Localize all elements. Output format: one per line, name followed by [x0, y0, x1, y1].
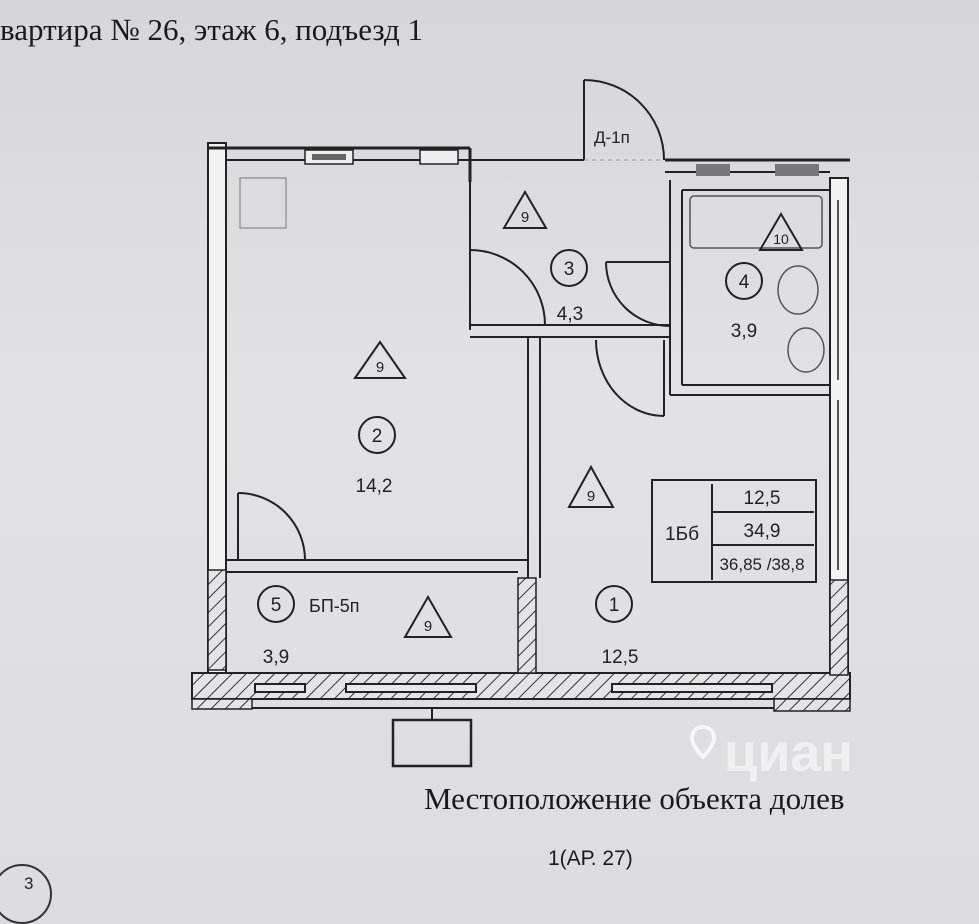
room-number: 1: [609, 595, 620, 616]
room-marker-1: 1 12,5 9: [567, 464, 639, 668]
floor-plan: 1Бб 12,5 34,9 36,85 /38,8 Д-1п БП-5п 1 1…: [191, 79, 851, 768]
marker-triangle-label: 9: [587, 488, 595, 505]
door-room-2: [469, 249, 546, 326]
sheet-reference: 1(АР. 27): [548, 847, 633, 870]
entry-door-label: Д-1п: [594, 128, 630, 147]
kitchen-fixtures: [239, 149, 459, 229]
room-marker-2: 2 14,2 9: [353, 340, 407, 497]
area-with-balcony-value: 36,85 /38,8: [719, 555, 804, 574]
bottom-wall: [191, 672, 851, 712]
room-area: 4,3: [557, 304, 583, 325]
door-balcony: [237, 492, 306, 561]
apartment-title: вартира № 26, этаж 6, подъезд 1: [0, 12, 424, 47]
exterior-unit: [391, 718, 473, 768]
marker-triangle-label: 9: [521, 209, 529, 226]
room-marker-4: 4 3,9 10: [725, 212, 804, 342]
room-number: 3: [564, 259, 575, 280]
bathroom-fixtures: [689, 164, 825, 373]
living-area-value: 12,5: [744, 488, 781, 509]
marker-triangle-label: 9: [376, 359, 384, 376]
room-number: 5: [271, 595, 282, 616]
left-wall-hatch: [207, 569, 227, 671]
entry-door: [583, 79, 665, 161]
watermark-text: циан: [724, 723, 854, 783]
caption-text: Местоположение объекта долев: [424, 781, 845, 816]
room-marker-5: 5 3,9 9: [257, 585, 453, 668]
interior-walls: [226, 180, 830, 578]
room-number: 2: [372, 426, 383, 447]
total-area-value: 34,9: [744, 521, 781, 542]
room-area: 3,9: [263, 647, 289, 668]
room-area: 12,5: [602, 647, 639, 668]
marker-triangle-label: 10: [773, 231, 789, 247]
door-bathroom: [605, 261, 671, 327]
room-marker-3: 3 4,3 9: [502, 190, 588, 325]
location-pin-icon: [690, 725, 716, 759]
watermark-logo: циан: [680, 722, 853, 784]
right-wall-hatch: [829, 579, 849, 676]
room-area: 14,2: [356, 476, 393, 497]
door-room-1: [595, 339, 665, 417]
info-table: 1Бб 12,5 34,9 36,85 /38,8: [651, 479, 817, 583]
room-number: 4: [739, 272, 750, 293]
mid-wall-hatch: [517, 577, 537, 674]
room-area: 3,9: [731, 321, 757, 342]
page-number-mark: 3: [0, 864, 52, 924]
apartment-type: 1Бб: [665, 524, 699, 545]
plan-sheet: [0, 0, 979, 891]
balcony-label: БП-5п: [309, 596, 360, 616]
marker-triangle-label: 9: [424, 618, 432, 635]
page-number: 3: [24, 874, 34, 893]
